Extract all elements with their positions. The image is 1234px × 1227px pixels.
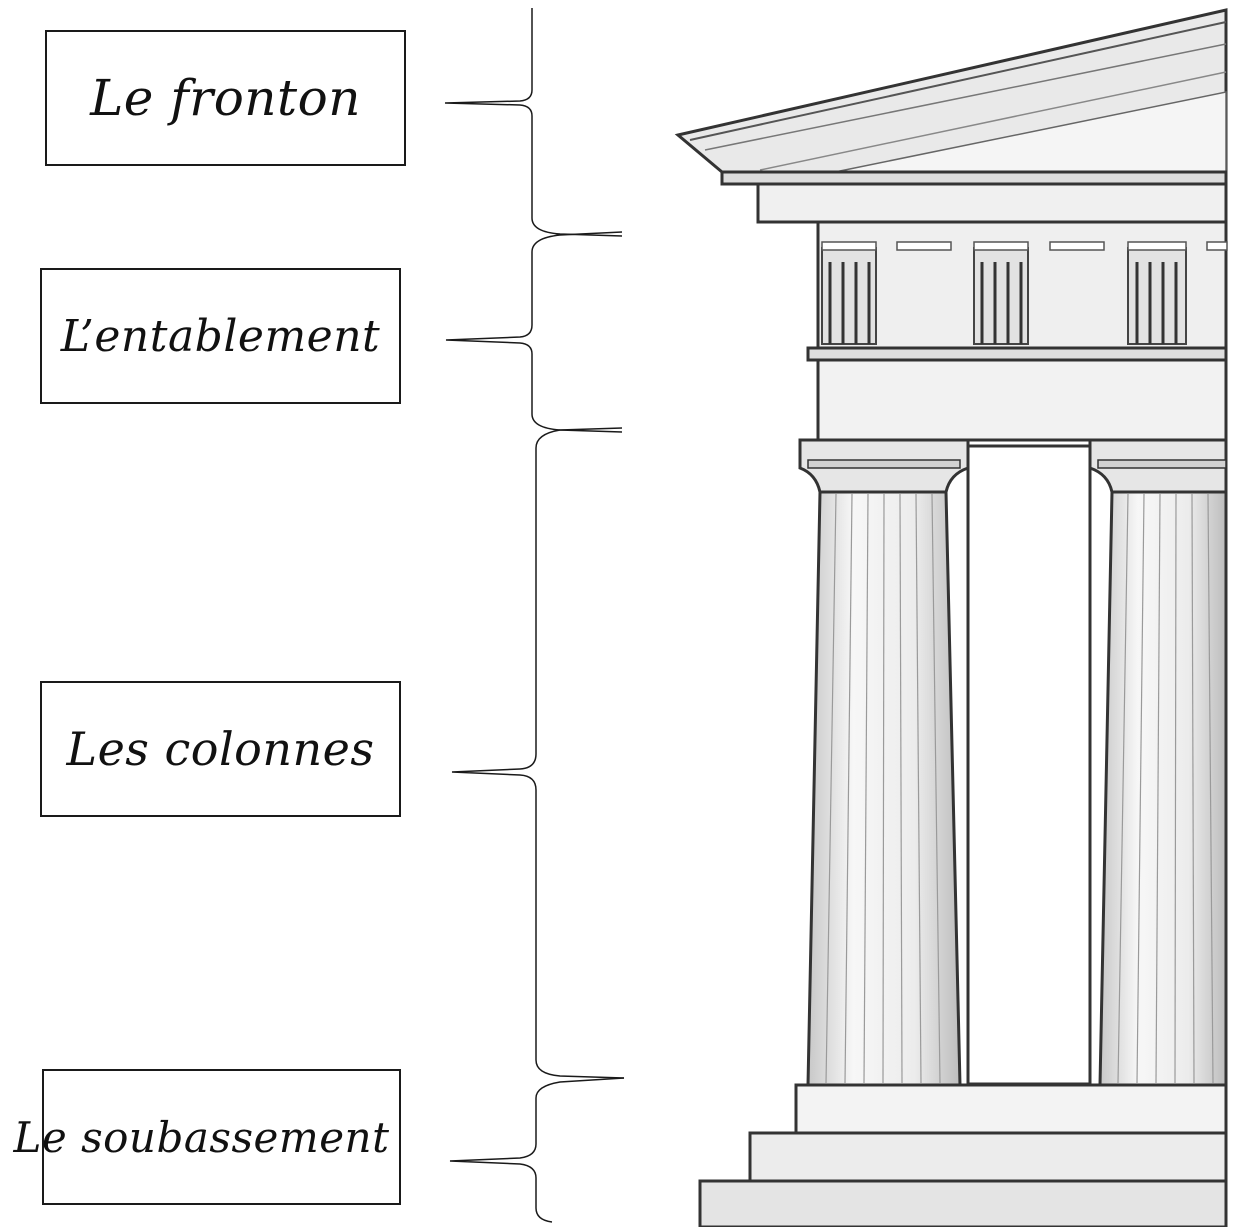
label-box-soubassement: Le soubassement: [14, 1069, 401, 1205]
label-box-entablement: L’entablement: [40, 268, 401, 404]
temple-columns: [798, 438, 1228, 1087]
label-fronton: Le fronton: [90, 69, 361, 127]
brace-entablement: [445, 231, 623, 433]
brace-colonnes: [451, 427, 625, 1079]
label-soubassement: Le soubassement: [13, 1112, 390, 1162]
temple-illustration: [674, 8, 1228, 1227]
label-box-fronton: Le fronton: [45, 30, 406, 166]
brace-soubassement: [449, 1077, 625, 1223]
brace-group: [444, 8, 625, 1223]
temple-base: [698, 1083, 1228, 1227]
label-entablement: L’entablement: [60, 310, 381, 362]
label-colonnes: Les colonnes: [66, 722, 375, 776]
temple-pediment: [674, 8, 1228, 186]
label-box-colonnes: Les colonnes: [40, 681, 401, 817]
temple-entablature: [756, 182, 1228, 442]
brace-fronton: [444, 8, 623, 237]
